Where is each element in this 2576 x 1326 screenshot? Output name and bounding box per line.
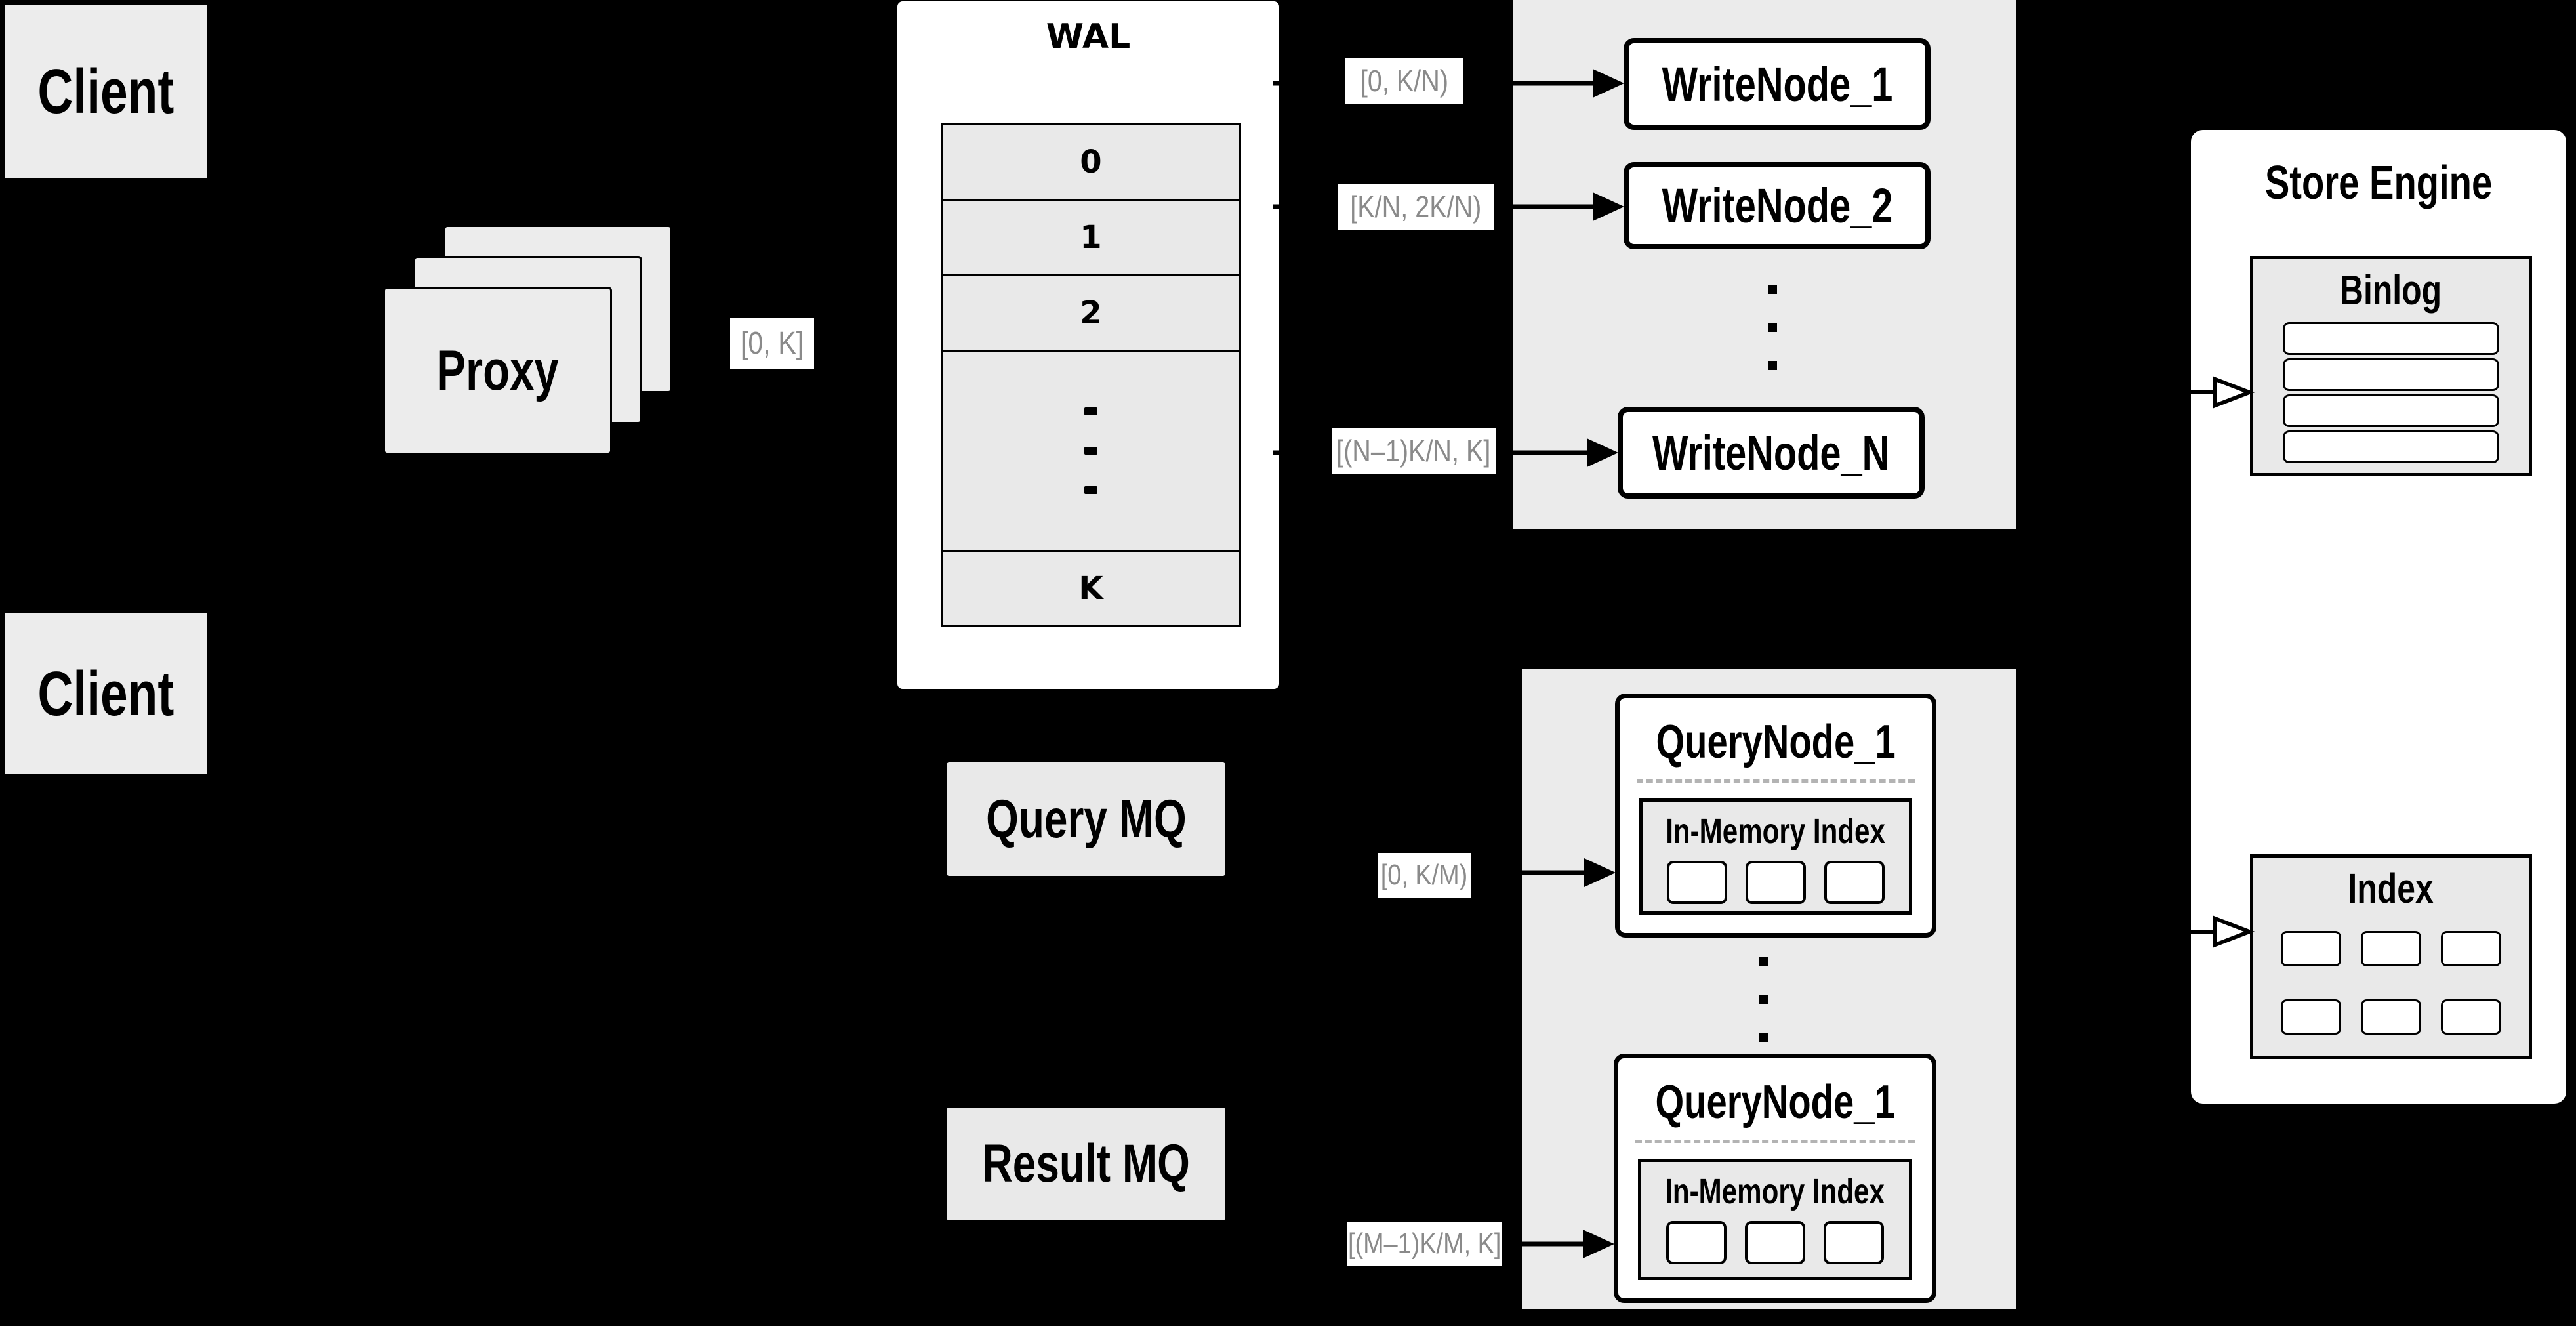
binlog-row xyxy=(2283,394,2499,427)
index-segments xyxy=(1667,861,1885,904)
query-node-m: QueryNode_1 In-Memory Index xyxy=(1614,1054,1936,1303)
segment-cell xyxy=(1824,1221,1884,1264)
index-cell xyxy=(2441,931,2501,966)
index-cells xyxy=(2281,931,2501,1035)
result-mq-label: Result MQ xyxy=(982,1134,1190,1193)
store-engine-panel: Store Engine Binlog Index xyxy=(2191,130,2566,1104)
wal-title: WAL xyxy=(1046,17,1131,56)
binlog-title: Binlog xyxy=(2340,266,2442,314)
write-node-n: WriteNode_N xyxy=(1618,407,1925,499)
in-memory-index-label: In-Memory Index xyxy=(1665,1172,1885,1211)
segment-cell xyxy=(1745,1221,1805,1264)
wal-panel: WAL 0 1 2 K xyxy=(897,1,1279,689)
in-memory-index-label: In-Memory Index xyxy=(1666,812,1886,851)
range-label-0-kn: [0, K/N) xyxy=(1345,58,1463,104)
index-segments xyxy=(1666,1221,1884,1264)
wal-row-0: 0 xyxy=(943,125,1239,201)
binlog-box: Binlog xyxy=(2250,256,2532,476)
vertical-ellipsis-icon xyxy=(1084,392,1097,510)
dashed-divider xyxy=(1637,779,1915,783)
result-mq-box: Result MQ xyxy=(947,1108,1225,1220)
range-label-kn-2kn: [K/N, 2K/N) xyxy=(1338,184,1494,230)
range-label-0-k: [0, K] xyxy=(730,318,814,369)
store-engine-title: Store Engine xyxy=(2264,157,2493,209)
write-node-1: WriteNode_1 xyxy=(1624,38,1931,130)
index-cell xyxy=(2361,931,2421,966)
client-box-top: Client xyxy=(5,5,207,178)
segment-cell xyxy=(1666,1221,1727,1264)
range-label-n1kn-k: [(N–1)K/N, K] xyxy=(1332,428,1496,474)
index-cell xyxy=(2281,931,2341,966)
client-bottom-label: Client xyxy=(37,658,174,729)
binlog-row xyxy=(2283,322,2499,355)
wal-row-ellipsis xyxy=(943,352,1239,552)
wal-row-k: K xyxy=(943,552,1239,625)
client-top-label: Client xyxy=(37,56,174,127)
wal-segment-table: 0 1 2 K xyxy=(941,123,1241,627)
write-node-1-label: WriteNode_1 xyxy=(1662,56,1892,112)
query-mq-box: Query MQ xyxy=(947,762,1225,876)
query-node-m-title: QueryNode_1 xyxy=(1655,1076,1895,1129)
wal-row-1: 1 xyxy=(943,201,1239,276)
vertical-ellipsis-icon xyxy=(1768,270,1777,384)
segment-cell xyxy=(1746,861,1806,904)
query-node-1: QueryNode_1 In-Memory Index xyxy=(1615,694,1936,938)
write-node-2: WriteNode_2 xyxy=(1624,162,1931,249)
segment-cell xyxy=(1667,861,1727,904)
segment-cell xyxy=(1824,861,1885,904)
binlog-rows xyxy=(2283,322,2499,463)
wal-row-2: 2 xyxy=(943,276,1239,352)
binlog-row xyxy=(2283,358,2499,391)
client-box-bottom: Client xyxy=(5,613,207,774)
index-cell xyxy=(2281,999,2341,1035)
proxy-box: Proxy xyxy=(383,287,612,455)
write-node-n-label: WriteNode_N xyxy=(1652,425,1890,480)
query-node-1-title: QueryNode_1 xyxy=(1656,716,1896,768)
proxy-label: Proxy xyxy=(436,339,559,402)
index-cell xyxy=(2361,999,2421,1035)
range-label-0-km: [0, K/M) xyxy=(1378,853,1471,898)
range-label-m1km-k: [(M–1)K/M, K] xyxy=(1347,1222,1502,1266)
in-memory-index-box: In-Memory Index xyxy=(1639,798,1912,915)
dashed-divider xyxy=(1635,1140,1915,1143)
index-title: Index xyxy=(2348,865,2434,912)
in-memory-index-box: In-Memory Index xyxy=(1638,1159,1912,1280)
index-box: Index xyxy=(2250,854,2532,1059)
write-node-2-label: WriteNode_2 xyxy=(1662,178,1892,233)
vertical-ellipsis-icon xyxy=(1759,942,1768,1056)
index-cell xyxy=(2441,999,2501,1035)
binlog-row xyxy=(2283,430,2499,463)
query-mq-label: Query MQ xyxy=(985,789,1187,849)
